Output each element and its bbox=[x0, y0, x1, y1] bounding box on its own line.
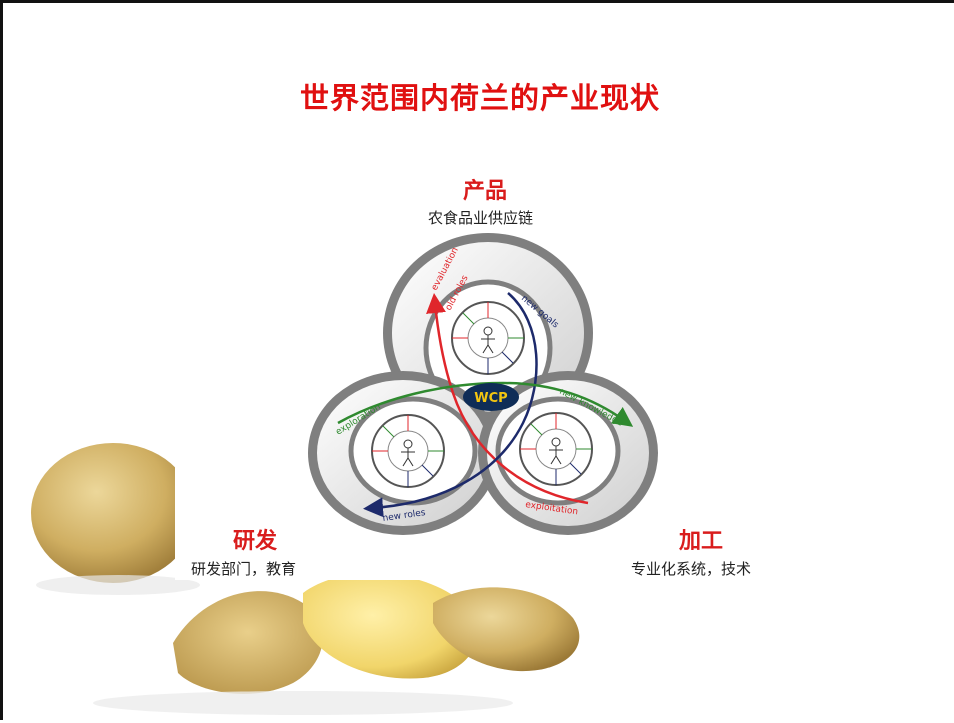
potato-left bbox=[31, 443, 195, 583]
potato-peel bbox=[173, 591, 323, 694]
potato-peeled bbox=[303, 573, 478, 679]
arrow-new-knowledge bbox=[337, 381, 634, 427]
figure-wheel-top bbox=[451, 301, 525, 375]
arrow-evaluation bbox=[426, 293, 589, 505]
rnd-subtitle: 研发部门，教育 bbox=[191, 560, 297, 578]
wcp-diagram: evaluation old roles new goals explorati… bbox=[308, 233, 658, 535]
processing-subtitle: 专业化系统，技术 bbox=[631, 560, 752, 578]
product-heading: 产品 bbox=[463, 178, 508, 204]
arrow-new-roles bbox=[363, 292, 538, 518]
wcp-label: WCP bbox=[474, 391, 507, 406]
wcp-badge bbox=[463, 383, 519, 411]
product-subtitle: 农食品业供应链 bbox=[428, 209, 534, 227]
processing-heading: 加工 bbox=[679, 528, 724, 554]
figure-wheel-right bbox=[519, 412, 593, 486]
page-title: 世界范围内荷兰的产业现状 bbox=[299, 81, 660, 115]
figure-wheel-left bbox=[371, 414, 445, 488]
rnd-heading: 研发 bbox=[233, 528, 278, 554]
potato-right bbox=[433, 587, 580, 672]
